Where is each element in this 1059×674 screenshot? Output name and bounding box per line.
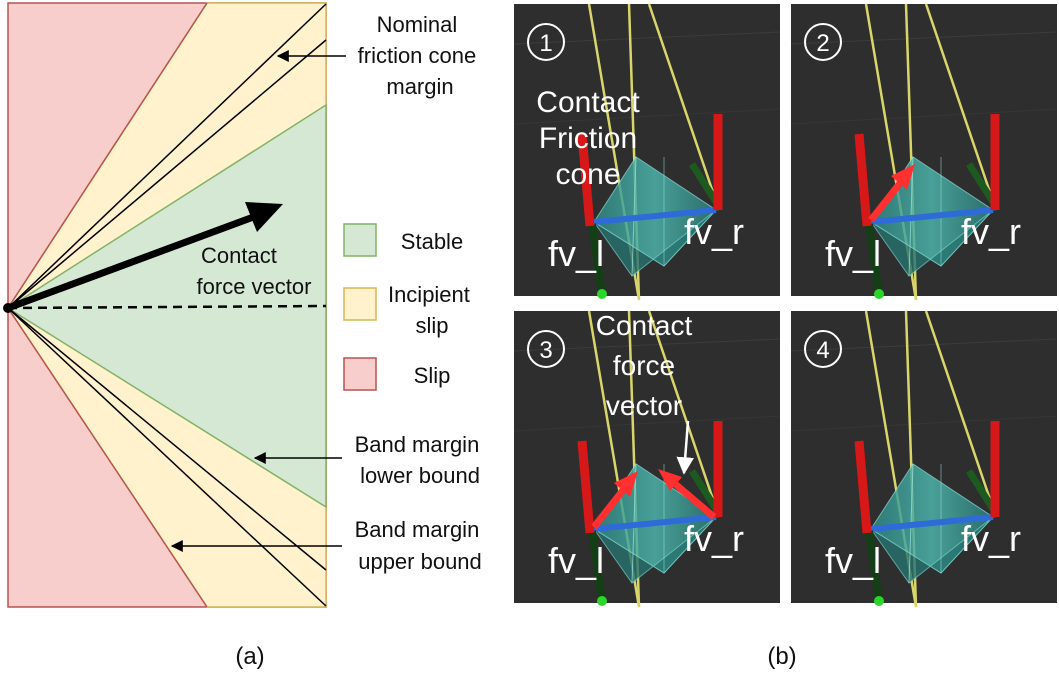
normal-axis <box>593 207 717 225</box>
frame-number: 3 <box>539 337 552 364</box>
tendon-right <box>647 3 721 211</box>
frame-number: 1 <box>539 30 552 57</box>
right-force-arrowhead <box>658 469 682 491</box>
right-force-arrow <box>671 480 717 520</box>
left-red-axis <box>577 133 595 227</box>
nominal-cone-line-inner-top <box>7 39 327 309</box>
left-finger-tip <box>597 596 607 606</box>
tendon-right <box>647 310 721 518</box>
left-force-arrowhead <box>614 471 638 497</box>
frame-number-circle <box>804 330 842 368</box>
slip-boundary-upper <box>7 2 208 309</box>
legend-label-stable: Stable <box>401 229 463 254</box>
simulation-frame-4: 4 fv_l fv_r <box>790 310 1058 608</box>
grid-line <box>513 108 781 125</box>
nominal-cone-annotation: Nominal friction cone margin <box>358 12 483 99</box>
legend-swatch-incipient <box>343 287 377 321</box>
frame-number: 2 <box>816 30 829 57</box>
grid-line <box>790 31 1058 45</box>
frame-caption-line: vector <box>606 390 682 421</box>
left-finger-tip <box>874 289 884 299</box>
left-finger-label: fv_l <box>825 233 881 274</box>
frame-number-circle <box>527 330 565 368</box>
left-force-arrowhead <box>891 164 915 190</box>
left-finger-axis <box>865 530 883 602</box>
contact-force-annotation: Contact force vector <box>197 243 312 299</box>
left-finger-tip <box>874 596 884 606</box>
left-force-arrow <box>868 179 904 223</box>
right-finger-label: fv_r <box>961 518 1021 559</box>
normal-axis <box>593 514 717 532</box>
right-finger-axis <box>689 469 719 511</box>
frame-caption-line: Friction <box>539 122 637 155</box>
left-finger-tip <box>597 289 607 299</box>
simulation-frame-3: 3 fv_l fv_r Contact force vector <box>513 310 781 608</box>
band-upper-annotation: Band margin upper bound <box>355 517 486 574</box>
right-finger-label: fv_r <box>684 211 744 252</box>
tendon-right <box>924 310 998 518</box>
left-finger-label: fv_l <box>825 540 881 581</box>
left-red-axis <box>854 133 872 227</box>
tendon-right <box>924 3 998 211</box>
grid-line <box>513 31 781 45</box>
right-finger-label: fv_r <box>961 211 1021 252</box>
surface-normal-dashed-line <box>7 304 327 310</box>
nominal-cone-line-outer-top <box>7 3 327 309</box>
left-finger-axis <box>588 530 606 602</box>
panel-b-simulation-frames: 1fv_lfv_rContactFrictioncone2fv_lfv_r3fv… <box>513 3 1058 670</box>
nominal-cone-line-outer-bottom <box>7 307 327 607</box>
contact-point <box>3 303 13 313</box>
simulation-frame-2: 2 fv_l fv_r <box>790 3 1058 301</box>
left-finger-label: fv_l <box>548 540 604 581</box>
left-finger-label: fv_l <box>548 233 604 274</box>
panel-b-label: (b) <box>767 643 796 670</box>
frame-caption-line: cone <box>555 158 620 191</box>
left-finger-axis <box>865 223 883 295</box>
frame-number-circle <box>527 23 565 61</box>
frame-caption-line: Contact <box>596 310 693 341</box>
legend-swatch-slip <box>343 357 377 391</box>
left-red-axis <box>577 440 595 534</box>
right-finger-axis <box>689 162 719 204</box>
band-lower-annotation: Band margin lower bound <box>355 432 486 488</box>
grid-line <box>513 338 781 352</box>
panel-a-label: (a) <box>235 643 264 670</box>
contact-force-vector-arrowhead <box>245 202 283 232</box>
grid-line <box>790 108 1058 125</box>
normal-axis <box>870 207 994 225</box>
legend: Stable Incipient slip Slip <box>343 223 476 391</box>
caption-pointer-arrow <box>676 420 694 475</box>
legend-label-slip: Slip <box>414 363 451 388</box>
right-finger-label: fv_r <box>684 518 744 559</box>
normal-axis <box>870 514 994 532</box>
legend-label-incipient: Incipient slip <box>388 282 476 338</box>
grid-line <box>790 338 1058 352</box>
panel-a-cone-diagram: Contact force vector Nominal friction co… <box>3 2 486 670</box>
frame-caption-line: force <box>613 350 675 381</box>
right-finger-axis <box>966 469 996 511</box>
nominal-cone-line-inner-bottom <box>7 307 327 571</box>
left-red-axis <box>854 440 872 534</box>
frame-number: 4 <box>816 337 829 364</box>
left-force-arrow <box>591 486 627 530</box>
slip-boundary-lower <box>7 307 208 608</box>
frame-number-circle <box>804 23 842 61</box>
grid-line <box>790 415 1058 432</box>
contact-force-vector-arrow <box>6 212 258 312</box>
frame-caption-line: Contact <box>536 86 640 119</box>
left-finger-axis <box>588 223 606 295</box>
legend-swatch-stable <box>343 223 377 257</box>
grid-line <box>513 415 781 432</box>
right-finger-axis <box>966 162 996 204</box>
